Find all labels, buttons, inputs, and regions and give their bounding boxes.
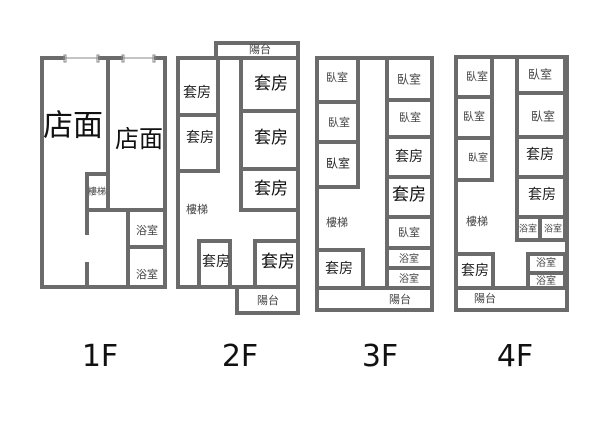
room-label: 臥室 (528, 67, 552, 82)
room-label: 套房 (254, 128, 288, 148)
room-label: 臥室 (326, 156, 350, 171)
room-label: 浴室 (519, 223, 537, 235)
room-label: 套房 (254, 179, 288, 199)
room-label: 浴室 (536, 274, 556, 287)
room-label: 臥室 (397, 72, 421, 87)
room-label: 套房 (261, 252, 295, 272)
floor-label: 4F (497, 339, 533, 374)
room-label: 臥室 (468, 151, 488, 164)
room-label: 套房 (183, 85, 211, 101)
room-label: 臥室 (463, 109, 485, 123)
room-label: 臥室 (466, 69, 488, 83)
room-label: 店面 (115, 125, 163, 153)
room-label: 樓梯 (186, 202, 208, 216)
floor-label: 2F (222, 339, 258, 374)
floor-label: 3F (362, 339, 398, 374)
room-label: 樓梯 (326, 215, 348, 229)
room-label: 套房 (186, 130, 214, 146)
room-label: 浴室 (536, 256, 556, 269)
room-label: 套房 (395, 149, 423, 165)
room-label: 陽台 (474, 291, 496, 305)
room-label: 陽台 (249, 42, 271, 56)
room-label: 套房 (392, 185, 426, 205)
floor-plan-3f: 臥室 臥室 臥室 臥室 臥室 套房 套房 臥室 浴室 浴室 樓梯 套房 陽台 3… (315, 56, 434, 374)
floor-plan-1f: 店面 店面 樓梯 浴室 浴室 1F (40, 54, 167, 374)
room-label: 套房 (202, 254, 230, 270)
room-label: 陽台 (257, 293, 279, 307)
room-label: 浴室 (136, 267, 158, 281)
room-label: 套房 (325, 261, 353, 277)
room-label: 套房 (254, 74, 288, 94)
floor-plan-4f: 臥室 臥室 臥室 臥室 臥室 套房 套房 浴室 浴室 樓梯 浴室 浴室 套房 陽… (454, 55, 569, 374)
room-label: 套房 (528, 187, 556, 203)
room-label: 浴室 (399, 272, 419, 285)
room-label: 樓梯 (88, 186, 106, 198)
room-label: 臥室 (531, 109, 555, 124)
room-label: 店面 (43, 109, 103, 144)
room-label: 陽台 (389, 292, 411, 306)
room-label: 浴室 (544, 223, 562, 235)
room-label: 臥室 (399, 110, 421, 124)
storefront-window (63, 54, 156, 63)
room-label: 浴室 (399, 252, 419, 265)
room-label: 套房 (461, 263, 489, 279)
room-label: 樓梯 (466, 214, 488, 228)
floor-plan-2f: 陽台 套房 套房 套房 套房 套房 樓梯 套房 套房 陽台 2F (176, 41, 300, 374)
floor-label: 1F (82, 339, 118, 374)
room-label: 臥室 (328, 115, 350, 129)
room-label: 浴室 (136, 223, 158, 237)
room-label: 臥室 (326, 70, 348, 84)
room-label: 臥室 (398, 225, 420, 239)
room-label: 套房 (526, 147, 554, 163)
